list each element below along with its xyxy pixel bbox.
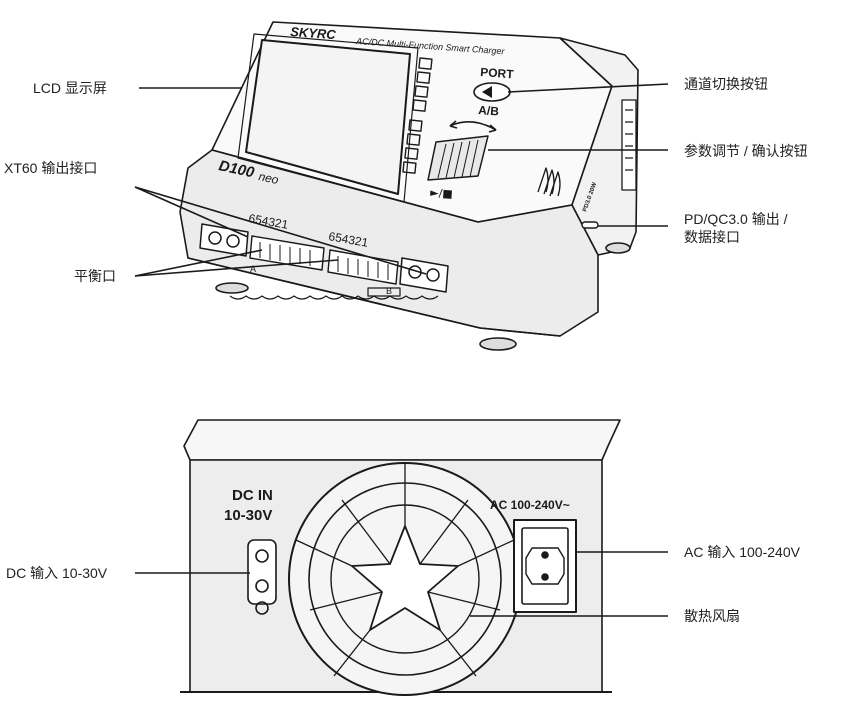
fan-hub-star: [351, 525, 459, 631]
balance-pins-b: 654321: [327, 229, 369, 250]
lcd-screen: [245, 39, 411, 195]
dc-in-text: DC IN: [232, 487, 273, 504]
brand-logo: SKYRC: [290, 24, 337, 42]
label-port-switch: 通道切换按钮: [684, 76, 768, 92]
label-balance: 平衡口: [74, 268, 116, 284]
foot-right: [605, 242, 631, 254]
back-top-chamfer: [183, 419, 621, 461]
side-vents: [537, 167, 561, 197]
ac-input-socket: [513, 519, 577, 613]
balance-port-a: [249, 235, 325, 271]
ab-text: A/B: [478, 103, 500, 118]
front-fins: [229, 295, 439, 300]
balance-letter-a: A: [250, 264, 256, 274]
back-leader-lines: [135, 551, 668, 617]
channel-display-a: [412, 57, 433, 112]
port-text: PORT: [480, 65, 515, 81]
label-pd-qc-line1: PD/QC3.0 输出 /: [684, 211, 788, 227]
foot-mid: [479, 337, 517, 351]
label-fan: 散热风扇: [684, 608, 740, 624]
rotate-arrows: [449, 121, 497, 131]
label-pd-qc-line2: 数据接口: [684, 229, 740, 245]
side-connector-strip: [621, 99, 637, 191]
xt60-port-b: [399, 257, 449, 293]
balance-port-b: [327, 249, 401, 297]
foot-left: [215, 282, 249, 294]
dc-range-text: 10-30V: [224, 507, 272, 524]
label-param-adjust: 参数调节 / 确认按钮: [684, 143, 808, 159]
scroll-wheel: [427, 135, 489, 181]
back-view-charger: [180, 419, 621, 696]
balance-pins-a: 654321: [247, 211, 289, 232]
balance-letter-b: B: [386, 286, 392, 296]
usb-c-port: [581, 221, 599, 229]
play-stop-text: ►/■: [430, 186, 453, 201]
top-leader-lines: [134, 83, 669, 277]
label-ac-input: AC 输入 100-240V: [684, 544, 800, 560]
label-lcd: LCD 显示屏: [33, 80, 107, 96]
top-view-charger: [179, 21, 639, 351]
label-dc-input: DC 输入 10-30V: [6, 565, 108, 581]
ac-range-text: AC 100-240V~: [490, 498, 570, 512]
dc-input-plate: [247, 539, 277, 605]
channel-display-b: [402, 119, 423, 174]
label-xt60: XT60 输出接口: [4, 160, 98, 176]
model-suffix-text: neo: [257, 169, 280, 187]
